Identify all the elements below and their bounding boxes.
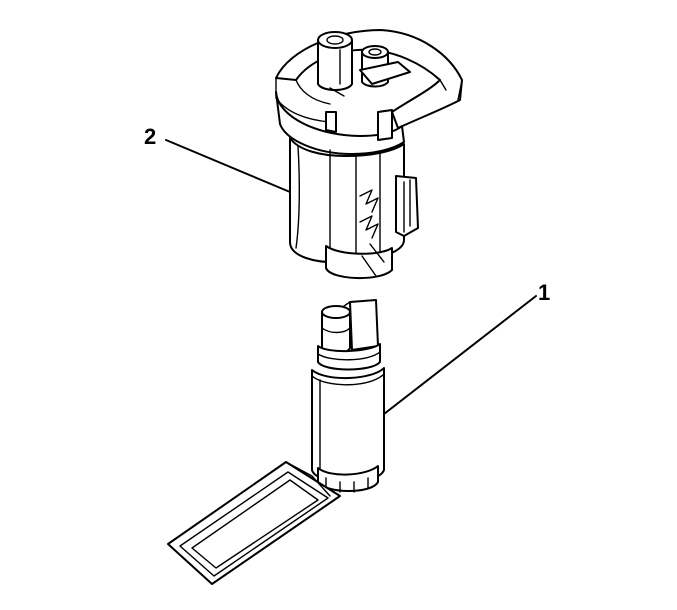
- reservoir-cup-rim: [275, 91, 405, 155]
- outlet-nozzle-large: [317, 31, 353, 91]
- callout-2-leader: [165, 139, 291, 193]
- reservoir-bottom-foot: [325, 245, 393, 280]
- callout-1-leader: [383, 295, 537, 415]
- reservoir-body: [289, 137, 405, 264]
- callout-2-label: 2: [144, 124, 156, 149]
- strainer-outer: [167, 461, 341, 585]
- pump-connector-block: [349, 299, 379, 351]
- callout-2: 2: [144, 124, 291, 193]
- inlet-strainer: [167, 461, 341, 585]
- fuel-pump-assembly: [311, 299, 385, 493]
- callout-1-label: 1: [538, 280, 550, 305]
- callout-1: 1: [383, 280, 550, 415]
- reservoir-bracket-assembly: [275, 29, 463, 280]
- reservoir-side-latch: [359, 175, 419, 239]
